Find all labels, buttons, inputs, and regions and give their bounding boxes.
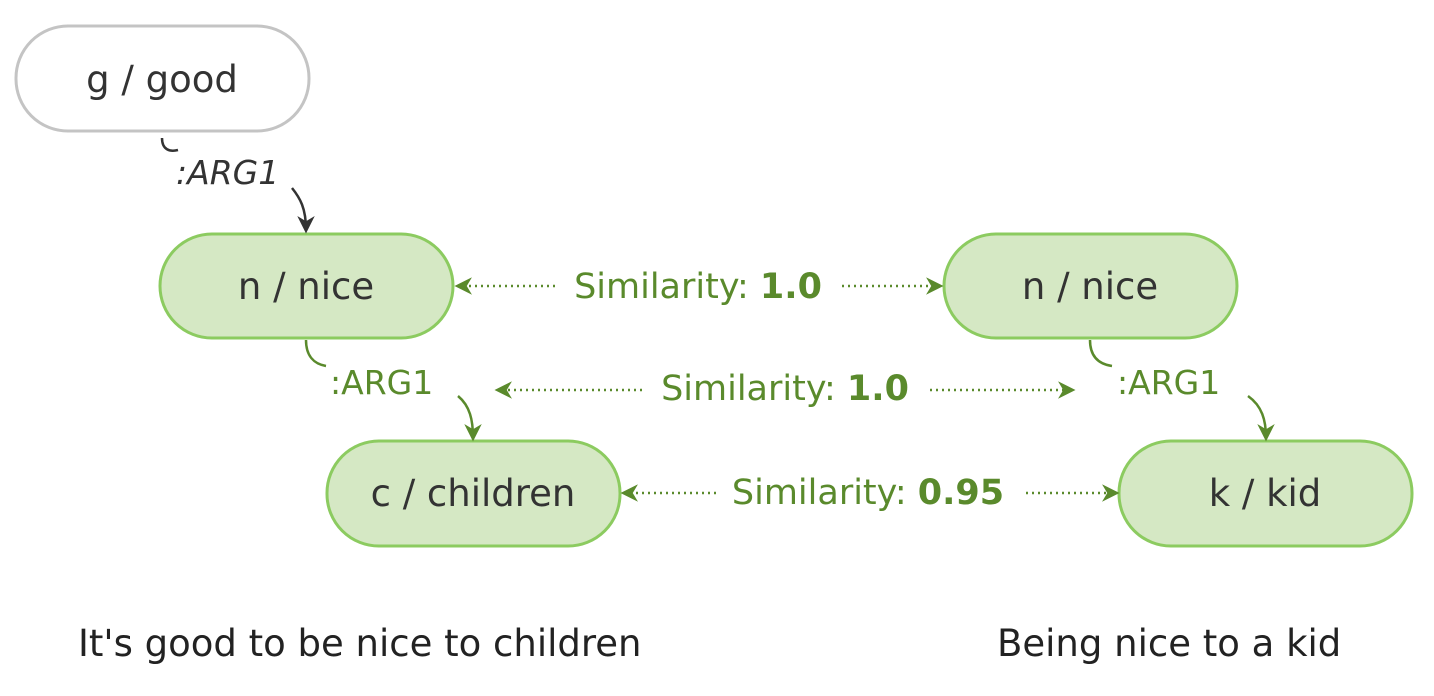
similarity-arg1-text: Similarity: 1.0: [661, 369, 909, 409]
similarity-arg1-value: 1.0: [847, 369, 909, 409]
node-children-label: c / children: [371, 472, 576, 515]
edge-nice-to-children-label: :ARG1: [330, 363, 433, 402]
node-nice-right: n / nice: [942, 232, 1239, 340]
similarity-link-nice: Similarity: 1.0: [454, 267, 944, 307]
similarity-children-kid-label: Similarity:: [732, 473, 918, 513]
node-nice-left: n / nice: [158, 232, 455, 340]
similarity-arg1-label: Similarity:: [661, 369, 847, 409]
node-good-label: g / good: [86, 58, 238, 101]
node-nice-left-label: n / nice: [238, 265, 374, 308]
caption-right: Being nice to a kid: [997, 622, 1341, 665]
node-good: g / good: [14, 24, 311, 133]
similarity-children-kid-text: Similarity: 0.95: [732, 473, 1004, 513]
caption-left: It's good to be nice to children: [78, 622, 642, 665]
similarity-link-arg1: Similarity: 1.0: [494, 369, 1076, 409]
similarity-nice-text: Similarity: 1.0: [574, 267, 822, 307]
similarity-nice-label: Similarity:: [574, 267, 760, 307]
edge-nice-to-kid: :ARG1: [1088, 339, 1275, 442]
edge-good-to-nice: :ARG1: [160, 137, 306, 230]
similarity-link-children-kid: Similarity: 0.95: [620, 473, 1120, 513]
edge-good-to-nice-label: :ARG1: [176, 153, 279, 192]
edge-nice-to-kid-label: :ARG1: [1117, 363, 1220, 402]
similarity-nice-value: 1.0: [760, 267, 822, 307]
node-nice-right-label: n / nice: [1022, 265, 1158, 308]
node-children: c / children: [325, 439, 622, 548]
node-kid: k / kid: [1117, 439, 1414, 548]
node-kid-label: k / kid: [1209, 472, 1322, 515]
similarity-children-kid-value: 0.95: [918, 473, 1004, 513]
edge-nice-to-children: :ARG1: [304, 339, 482, 442]
